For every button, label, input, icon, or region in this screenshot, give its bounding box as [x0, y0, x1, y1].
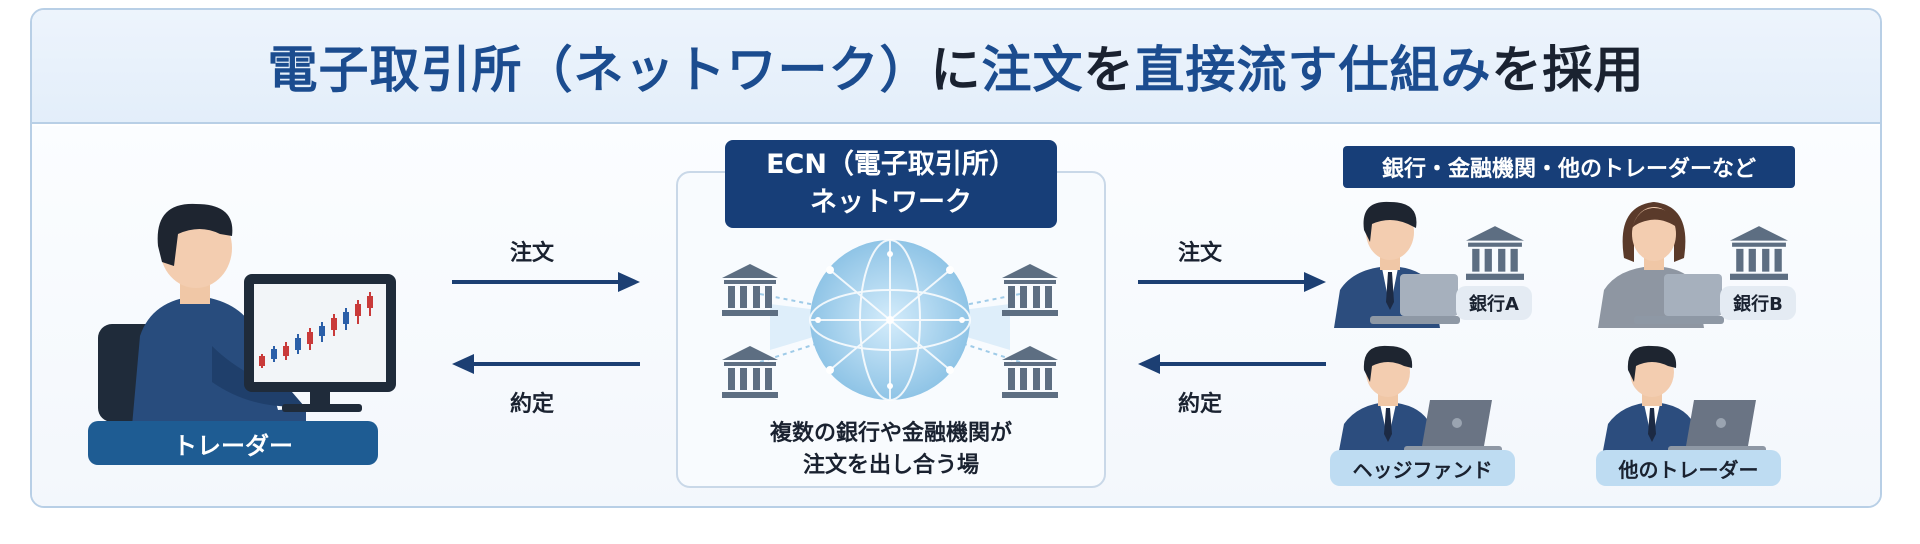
header-banner: 電子取引所（ネットワーク）に注文を直接流す仕組みを採用	[32, 10, 1880, 124]
left-fill-arrow-icon	[452, 354, 640, 374]
bank-b-label: 銀行B	[1720, 286, 1796, 320]
participants-heading: 銀行・金融機関・他のトレーダーなど	[1343, 146, 1795, 188]
title-part-2: に	[930, 41, 982, 99]
right-fill-label: 約定	[1178, 392, 1223, 417]
bank-icon	[1002, 264, 1058, 316]
ecn-caption: 複数の銀行や金融機関が 注文を出し合う場	[676, 418, 1106, 482]
bank-b-person-icon	[1598, 202, 1724, 328]
title-part-1: 電子取引所（ネットワーク）	[267, 41, 931, 99]
bank-a-person-icon	[1334, 201, 1460, 328]
bank-icon	[722, 346, 778, 398]
title-part-5: 直接流す仕組み	[1134, 41, 1492, 99]
page-title: 電子取引所（ネットワーク）に注文を直接流す仕組みを採用	[268, 30, 1645, 102]
right-order-label: 注文	[1178, 241, 1223, 266]
bank-b-building-icon	[1730, 226, 1788, 280]
trader-illustration	[98, 203, 396, 426]
bank-a-building-icon	[1466, 226, 1524, 280]
bank-icon	[1002, 346, 1058, 398]
right-fill-arrow-icon	[1138, 354, 1326, 374]
trader-hair-icon	[157, 203, 233, 266]
title-part-6: を採用	[1491, 41, 1645, 99]
other-traders-label: 他のトレーダー	[1596, 450, 1781, 486]
monitor-stand-icon	[310, 392, 330, 406]
bank-icon	[722, 264, 778, 316]
title-part-3: 注文	[981, 41, 1084, 99]
left-order-arrow-icon	[452, 272, 640, 292]
ecn-network-illustration	[722, 239, 1058, 401]
hedge-fund-label: ヘッジファンド	[1330, 450, 1515, 486]
other-trader-person-icon	[1602, 345, 1766, 456]
title-part-4: を	[1083, 41, 1135, 99]
bank-a-label: 銀行A	[1456, 286, 1532, 320]
ecn-title-line-2: ネットワーク	[810, 187, 972, 218]
candlestick-chart-icon	[259, 292, 373, 368]
hedge-fund-person-icon	[1338, 345, 1502, 456]
ecn-caption-line-1: 複数の銀行や金融機関が	[769, 421, 1012, 446]
left-fill-label: 約定	[510, 392, 555, 417]
keyboard-icon	[282, 404, 362, 412]
trader-label: トレーダー	[88, 421, 378, 465]
left-order-label: 注文	[510, 241, 555, 266]
globe-icon	[809, 239, 971, 401]
ecn-title: ECN（電子取引所） ネットワーク	[725, 140, 1057, 228]
ecn-caption-line-2: 注文を出し合う場	[802, 453, 979, 478]
ecn-title-line-1: ECN（電子取引所）	[766, 149, 1016, 180]
right-order-arrow-icon	[1138, 272, 1326, 292]
